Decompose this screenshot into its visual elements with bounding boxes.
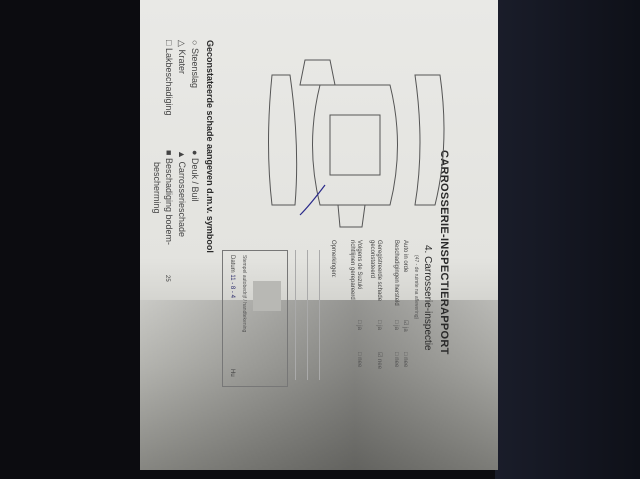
remarks-label: Opmerkingen: [330, 240, 336, 278]
filled-triangle-icon: ▲ [177, 150, 187, 159]
car-side-right [414, 74, 445, 206]
legend-label: bescherming [152, 162, 162, 214]
date-value: 11 - 8 - 4 [229, 274, 235, 298]
checkbox-yes[interactable]: □ ja [376, 320, 382, 330]
item-label: Geregistreerde schade geconstateerd [369, 240, 382, 302]
checkbox-yes[interactable]: □ ja [356, 320, 362, 330]
checkbox-no[interactable]: ☑ nee [376, 352, 382, 370]
booklet-page [140, 0, 498, 470]
legend-item: ▲ Carrosserieschade [177, 150, 187, 237]
checkbox-yes[interactable]: □ ja [393, 320, 399, 330]
checkbox-no[interactable]: □ nee [402, 352, 408, 368]
triangle-icon: △ [177, 40, 187, 47]
legend-label: Steenslag [190, 47, 200, 88]
remarks-line [295, 250, 296, 380]
item-label: Auto in orde [402, 240, 408, 273]
legend-item: ● Deuk / Buil [190, 150, 200, 201]
checkbox-label: nee [402, 357, 408, 368]
section-note: (47 - de ruimte na aflevering) [413, 255, 419, 320]
car-top-view [312, 84, 398, 206]
date-label: Datum [229, 255, 235, 273]
circle-icon: ○ [190, 40, 200, 46]
square-icon: □ [164, 40, 174, 46]
remarks-line [319, 250, 320, 380]
dealer-stamp [253, 281, 281, 311]
filled-circle-icon: ● [190, 150, 200, 156]
stamp-signature: Hu [229, 369, 235, 377]
car-side-left [268, 74, 298, 206]
legend-label: Deuk / Buil [190, 157, 200, 202]
item-label: Beschadigingen hersteld [393, 240, 399, 306]
section-heading: 4. Carrosserie-inspectie [422, 245, 433, 351]
stamp-box: Stempel autobedrijf / handtekening Datum… [222, 250, 288, 387]
checkbox-yes[interactable]: ☑ ja [402, 320, 408, 332]
date-field: Datum 11 - 8 - 4 [228, 255, 235, 298]
car-rear-view [337, 204, 366, 228]
checkbox-label: ja [356, 325, 362, 330]
legend-label: Lakbeschadiging [164, 47, 174, 116]
remarks-line [307, 250, 308, 380]
checkbox-label: nee [376, 359, 382, 370]
checkbox-label: ja [393, 325, 399, 330]
page-shadow [140, 300, 498, 470]
legend-label: Beschadiging bodem- [164, 157, 174, 246]
page-number: 25 [164, 275, 170, 282]
legend-item: △ Krater [176, 40, 187, 74]
checkbox-label: ja [376, 325, 382, 330]
legend-item: ○ Steenslag [190, 40, 200, 88]
pen-mark [299, 184, 326, 216]
checkbox-label: ja [402, 327, 408, 332]
legend-title: Geconstateerde schade aangeven d.m.v. sy… [205, 40, 215, 253]
legend-label: Carrosserieschade [177, 161, 187, 237]
filled-square-icon: ■ [164, 150, 174, 156]
legend-label: Krater [177, 49, 187, 74]
checkbox-no[interactable]: □ nee [393, 352, 399, 368]
car-front-view [299, 59, 336, 86]
rotated-page-content: CARROSSERIE-INSPECTIERAPPORT 4. Carrosse… [140, 0, 500, 479]
checkbox-label: nee [393, 357, 399, 368]
car-diagram [268, 59, 445, 228]
background [495, 0, 640, 479]
checkbox-no[interactable]: □ nee [356, 352, 362, 368]
legend-item: ■ Beschadiging bodem- [164, 150, 174, 245]
stamp-label: Stempel autobedrijf / handtekening [241, 255, 247, 333]
legend-item: □ Lakbeschadiging [164, 40, 174, 116]
item-label: Volgens de Suzuki richtlijnen gerepareer… [349, 240, 362, 300]
checkbox-label: nee [356, 357, 362, 368]
